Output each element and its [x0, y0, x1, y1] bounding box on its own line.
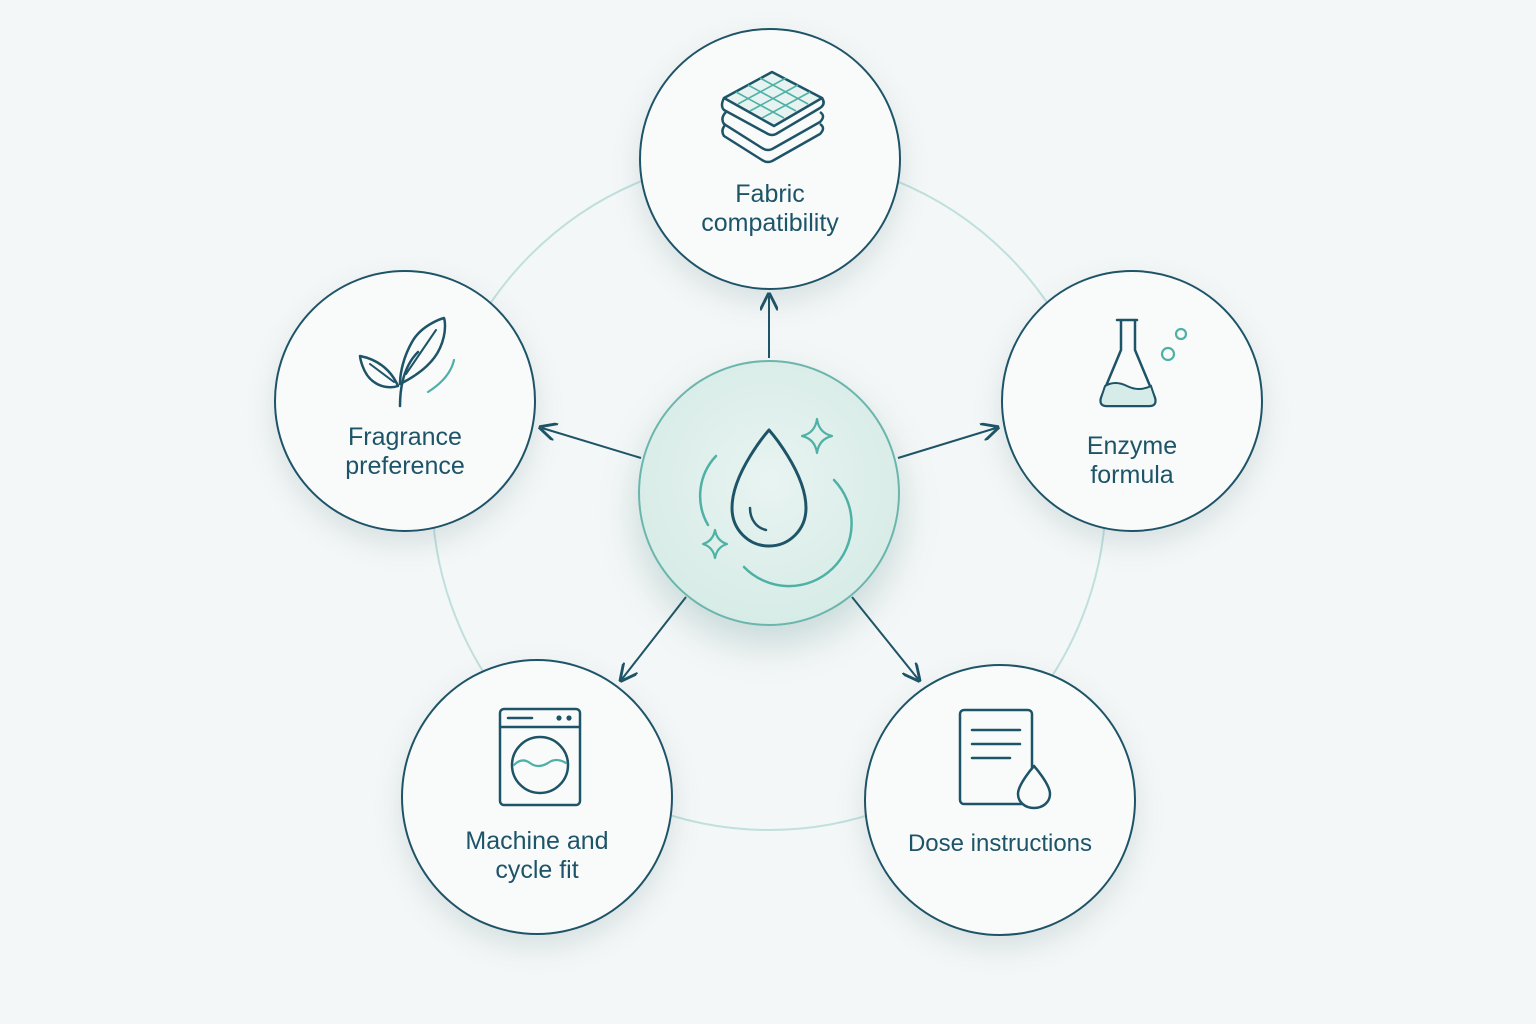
- node-label-machine: Machine and cycle fit: [465, 827, 609, 884]
- node-fabric-compatibility: Fabric compatibility: [639, 28, 901, 290]
- flask-icon: [1099, 318, 1188, 408]
- node-enzyme-formula: Enzyme formula: [1001, 270, 1263, 532]
- document-drop-icon: [958, 708, 1052, 810]
- arrow-to-dose: [851, 596, 918, 679]
- node-dose-instructions: Dose instructions: [864, 664, 1136, 936]
- node-fragrance-preference: Fragrance preference: [274, 270, 536, 532]
- arrow-to-machine: [622, 596, 687, 679]
- arrow-to-fragrance: [542, 428, 642, 459]
- node-label-dose: Dose instructions: [907, 830, 1093, 857]
- hub-node: [638, 360, 900, 626]
- arrow-to-enzyme: [897, 428, 996, 459]
- water-drop-sparkle-icon: [698, 417, 853, 588]
- leaf-icon: [358, 316, 456, 408]
- node-label-fragrance: Fragrance preference: [345, 423, 465, 480]
- node-label-fabric: Fabric compatibility: [701, 180, 839, 237]
- folded-fabric-icon: [720, 70, 825, 164]
- washing-machine-icon: [498, 707, 582, 807]
- node-machine-and-cycle-fit: Machine and cycle fit: [401, 659, 673, 935]
- node-label-enzyme: Enzyme formula: [1086, 432, 1178, 489]
